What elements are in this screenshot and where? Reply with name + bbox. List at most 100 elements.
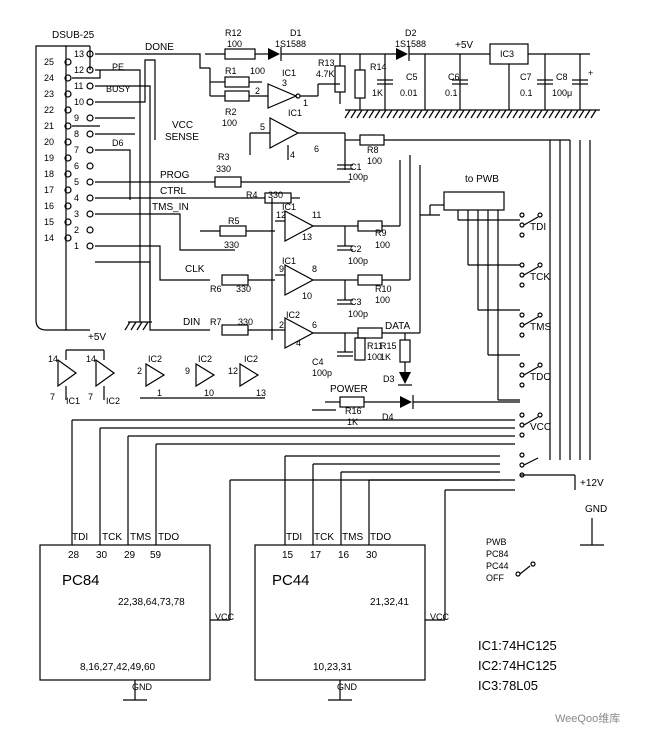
- g5-out-pin: 6: [312, 320, 317, 330]
- unused-in-1: 2: [137, 366, 142, 376]
- dsub-pin-number: 9: [74, 113, 79, 123]
- connector-wiring: [72, 53, 240, 331]
- r7-value: 330: [238, 317, 253, 327]
- dsub-pin-number: 12: [74, 65, 84, 75]
- pc84-pin-tms: 29: [124, 550, 136, 561]
- gnd-terminal-label: GND: [585, 504, 607, 515]
- ic1-gate2-area: [249, 116, 570, 170]
- switch-label-vcc: VCC: [530, 422, 551, 433]
- c3-value: 100p: [348, 309, 368, 319]
- pc84-gnd: GND: [132, 682, 153, 692]
- ic1-label-5: IC1: [282, 256, 296, 266]
- buffer-gates: [275, 155, 520, 411]
- done-label: DONE: [145, 42, 174, 53]
- dsub-pin-25: [64, 58, 72, 66]
- dsub-pin-23: [64, 90, 72, 98]
- c6-label: C6: [448, 72, 460, 82]
- busy-label: BUSY: [106, 84, 131, 94]
- c5-label: C5: [406, 72, 418, 82]
- mode-pc84: PC84: [486, 549, 509, 559]
- power-section: [205, 43, 600, 119]
- g1-en-pin: 1: [303, 98, 308, 108]
- switch-pivot: [537, 312, 543, 318]
- r16-value: 1K: [347, 417, 358, 427]
- dsub-pin-3: [86, 210, 94, 218]
- r12-value: 100: [227, 39, 242, 49]
- dsub25-connector: DSUB-25: [35, 30, 95, 331]
- pe-label: PE: [112, 62, 124, 72]
- pwb-connector: to PWB: [420, 174, 505, 216]
- pc44-vcc: VCC: [430, 612, 450, 622]
- d4-label: D4: [382, 412, 394, 422]
- dsub-pin-18: [64, 170, 72, 178]
- pc84-pin-tdo: 59: [150, 550, 162, 561]
- switch-contact: [519, 282, 525, 288]
- legend-ic2: IC2:74HC125: [478, 658, 557, 673]
- dsub-label: DSUB-25: [52, 30, 95, 41]
- dsub-pin-13: [86, 50, 94, 58]
- r16-label: R16: [345, 406, 362, 416]
- d3-label: D3: [383, 374, 395, 384]
- c1-value: 100p: [348, 172, 368, 182]
- dsub-pin-19: [64, 154, 72, 162]
- g5-en-pin: 4: [296, 338, 301, 348]
- switch-lever: [523, 266, 539, 276]
- pc84-sig-tck: TCK: [102, 532, 122, 543]
- r10-value: 100: [375, 295, 390, 305]
- dsub-pin-number: 8: [74, 129, 79, 139]
- d6-label: D6: [112, 138, 124, 148]
- switch-contact: [519, 222, 525, 228]
- g2-en-pin: 4: [290, 150, 295, 160]
- pc44-pin-tms: 16: [338, 550, 350, 561]
- dsub-pin-5: [86, 178, 94, 186]
- c8-label: C8: [556, 72, 568, 82]
- pc44-sig-tdi: TDI: [286, 532, 302, 543]
- ic-legend: IC1:74HC125 IC2:74HC125 IC3:78L05: [478, 638, 557, 693]
- dsub-pin-number: 17: [44, 185, 54, 195]
- c8-plus: +: [588, 68, 593, 78]
- dsub-pin-number: 20: [44, 137, 54, 147]
- r2-label: R2: [225, 107, 237, 117]
- prog-label: PROG: [160, 170, 190, 181]
- r14-value: 1K: [372, 88, 383, 98]
- r7-label: R7: [210, 317, 222, 327]
- ic1-label-1: IC1: [282, 68, 296, 78]
- ic2-vcc-pin: 14: [86, 354, 96, 364]
- dsub-pin-21: [64, 122, 72, 130]
- dsub-pin-number: 18: [44, 169, 54, 179]
- switch-contact: [519, 312, 525, 318]
- signal-bus: [457, 140, 591, 460]
- d1-label: D1: [290, 28, 302, 38]
- unused-en-2: 10: [204, 388, 214, 398]
- r15-label: R15: [380, 341, 397, 351]
- ic1-label-3: IC1: [66, 396, 80, 406]
- pc44-sig-tck: TCK: [314, 532, 334, 543]
- r4-label: R4: [246, 190, 258, 200]
- mode-switch: PWB PC84 PC44 OFF: [486, 537, 536, 583]
- clk-label: CLK: [185, 264, 205, 275]
- jtag-lines: [71, 419, 515, 620]
- dsub-pin-15: [64, 218, 72, 226]
- pc44-pin-tdo: 30: [366, 550, 378, 561]
- c3-label: C3: [350, 297, 362, 307]
- g2-out-pin: 6: [314, 144, 319, 154]
- dsub-pin-7: [86, 146, 94, 154]
- dsub-pin-number: 6: [74, 161, 79, 171]
- g2-in-pin: 5: [260, 122, 265, 132]
- r1-value: 100: [250, 66, 265, 76]
- pc44-sig-tdo: TDO: [370, 532, 391, 543]
- r13-label: R13: [318, 58, 335, 68]
- pc84-block: PC84 22,38,64,73,78 8,16,27,42,49,60 VCC…: [39, 532, 235, 701]
- c5-value: 0.01: [400, 88, 418, 98]
- dsub-pin-16: [64, 202, 72, 210]
- c6-value: 0.1: [445, 88, 458, 98]
- switch-pivot: [537, 262, 543, 268]
- dsub-pin-number: 11: [74, 81, 83, 91]
- switch-contact: [519, 372, 525, 378]
- switch-lever: [523, 366, 539, 376]
- r5-label: R5: [228, 216, 240, 226]
- switch-contact: [519, 452, 525, 458]
- unused-en-1: 1: [157, 388, 162, 398]
